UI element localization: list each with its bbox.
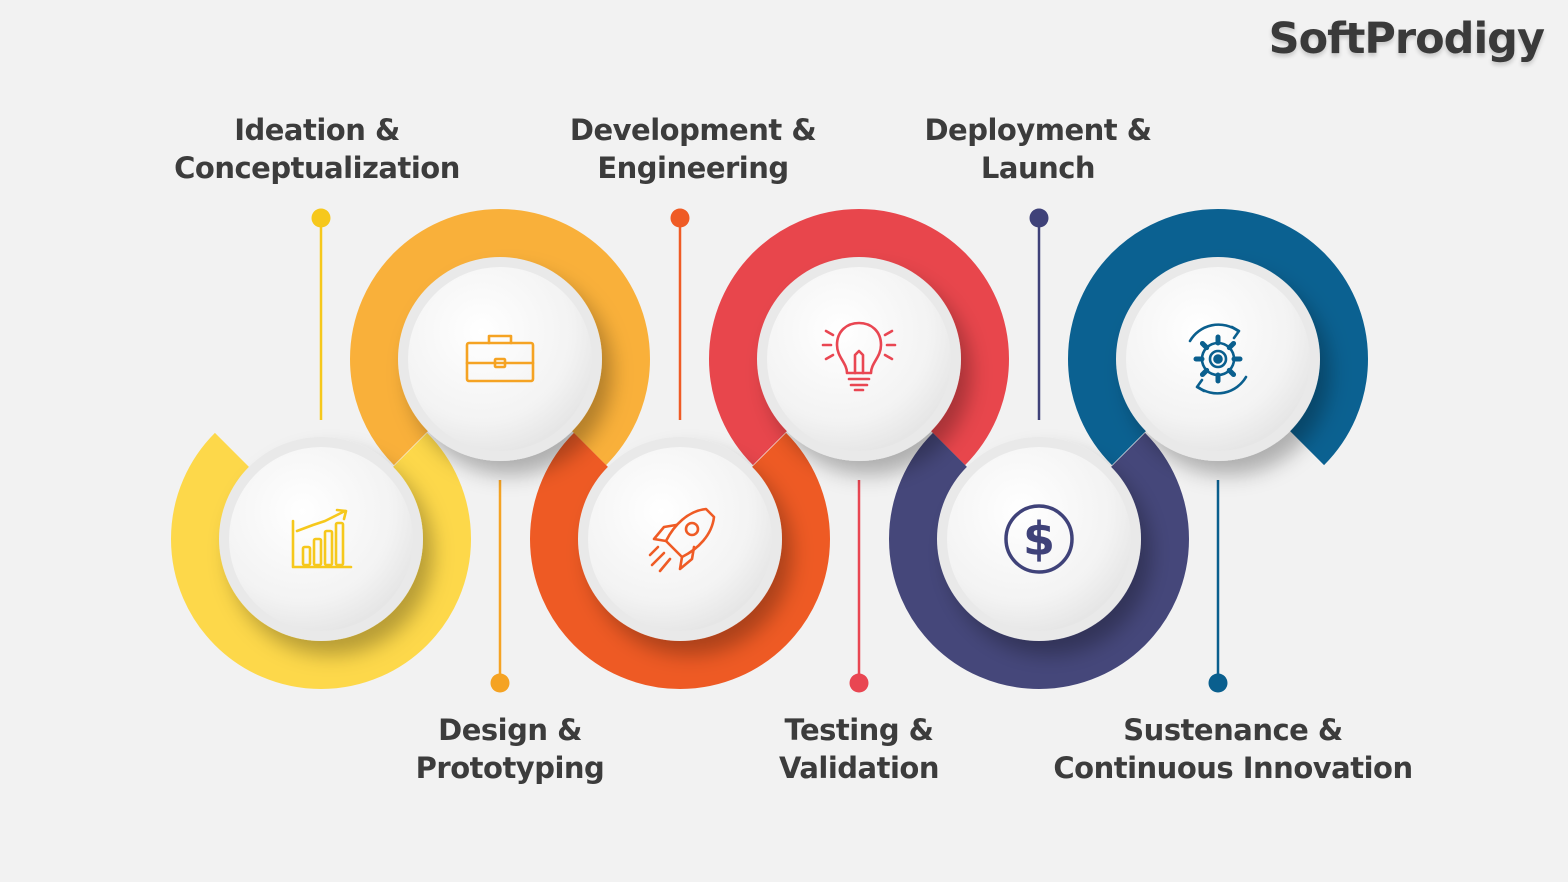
dot-design xyxy=(490,673,510,693)
growth-chart-icon xyxy=(291,508,353,569)
ring-deployment xyxy=(889,432,1189,689)
disc-development xyxy=(578,437,782,641)
label-sustenance: Sustenance & Continuous Innovation xyxy=(1053,713,1413,785)
disc-sustenance xyxy=(1116,257,1320,461)
ring-testing xyxy=(709,209,1009,466)
dot-testing xyxy=(849,673,869,693)
ring-development xyxy=(530,432,830,689)
disc-ideation xyxy=(219,437,423,641)
disc-deployment: $ xyxy=(937,437,1141,641)
gear-cycle-icon xyxy=(1188,323,1248,395)
disc-testing xyxy=(757,257,961,461)
label-ideation: Ideation & Conceptualization xyxy=(174,113,460,185)
label-design: Design & Prototyping xyxy=(415,713,605,785)
discs-layer: $ xyxy=(219,257,1320,641)
lightbulb-icon xyxy=(821,321,897,392)
rings-layer xyxy=(171,209,1368,689)
svg-text:$: $ xyxy=(1023,512,1055,566)
dot-sustenance xyxy=(1208,673,1228,693)
label-development: Development & Engineering xyxy=(569,113,817,185)
briefcase-icon xyxy=(465,334,535,383)
rocket-icon xyxy=(648,507,716,573)
ring-ideation xyxy=(171,432,471,689)
connectors-layer xyxy=(311,208,1228,693)
label-testing: Testing & Validation xyxy=(778,713,940,785)
dot-deployment xyxy=(1029,208,1049,228)
dollar-coin-icon: $ xyxy=(1004,504,1074,574)
label-deployment: Deployment & Launch xyxy=(924,113,1152,185)
disc-design xyxy=(398,257,602,461)
dot-ideation xyxy=(311,208,331,228)
ring-design xyxy=(350,209,650,466)
ring-sustenance xyxy=(1068,209,1368,466)
dot-development xyxy=(670,208,690,228)
softprodigy-logo: SoftProdigy xyxy=(1268,14,1545,64)
